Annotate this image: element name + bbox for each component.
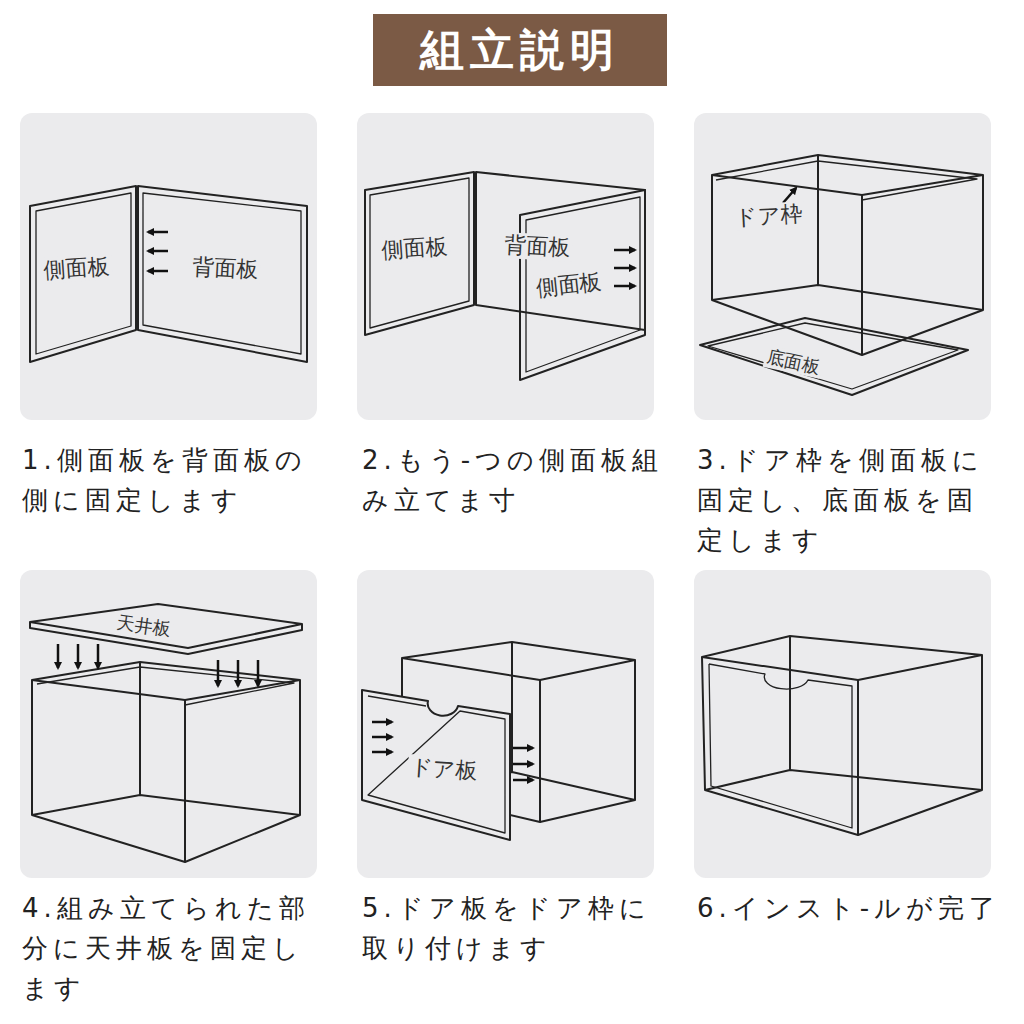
step-caption: 1.側面板を背面板の 側に固定します xyxy=(22,440,352,520)
step-caption: 4.組み立てられた部 分に天井板を固定し ます xyxy=(22,888,352,1008)
part-label: ドア板 xyxy=(407,754,481,785)
step-caption: 5.ドア板をドア枠に 取り付けます xyxy=(362,888,692,968)
title-text: 組立説明 xyxy=(420,21,620,80)
step-caption: 2.もう-つの側面板組 み立てま寸 xyxy=(362,440,692,520)
step-caption: 3.ドア枠を側面板に 固定し、底面板を固 定します xyxy=(697,440,1018,560)
title-banner: 組立説明 xyxy=(373,14,667,86)
part-label: 背面板 xyxy=(189,254,260,284)
part-label: 側面板 xyxy=(379,233,451,264)
step-caption: 6.インスト-ルが完了 xyxy=(697,888,1018,928)
part-label: 側面板 xyxy=(41,253,113,284)
part-label: ドア枠 xyxy=(732,201,805,231)
part-label: 背面板 xyxy=(501,232,572,262)
